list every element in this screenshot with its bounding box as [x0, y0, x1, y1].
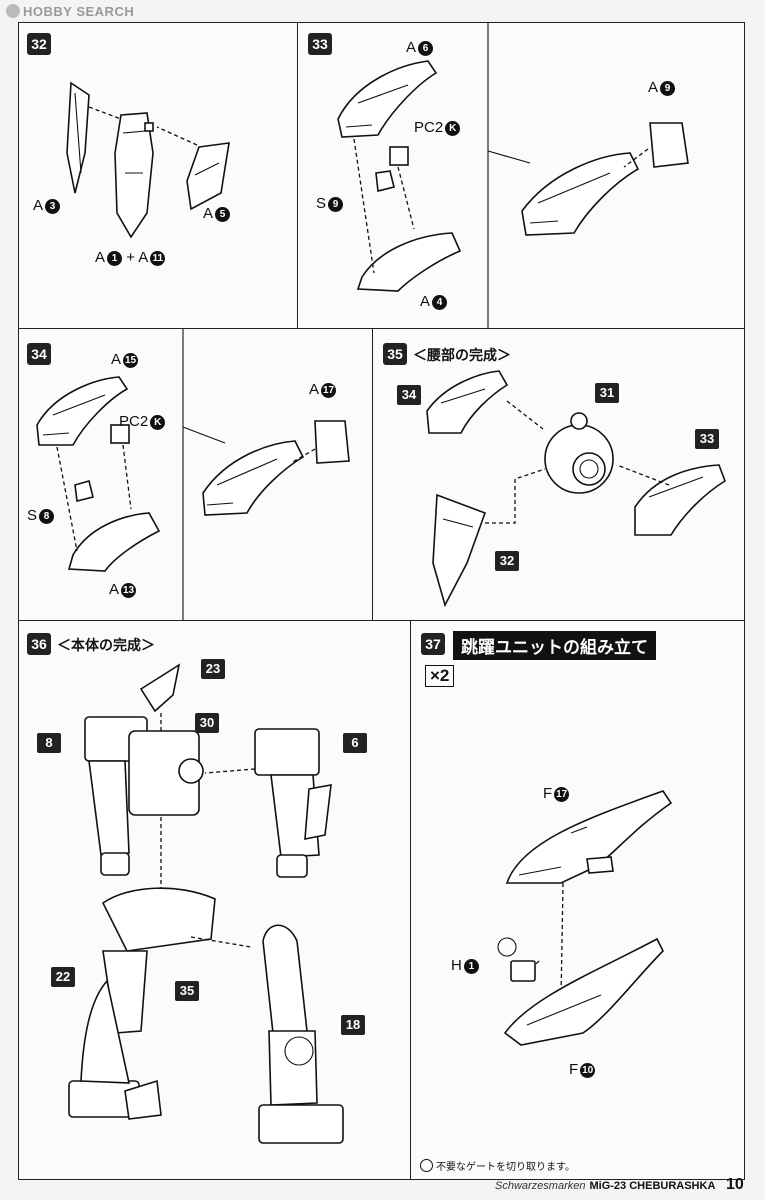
step-37-diagram: [497, 790, 673, 1046]
page-number: 10: [726, 1176, 744, 1193]
tag-31: 31: [595, 383, 619, 403]
step-35-diagram: [426, 370, 726, 608]
gate-cut-icon: [420, 1159, 433, 1172]
step-37-title: 跳躍ユニットの組み立て: [453, 631, 656, 660]
watermark: HOBBY SEARCH: [6, 4, 134, 19]
tag-34: 34: [397, 385, 421, 405]
step-35-panel: 35 ＜腰部の完成＞ 34 31 33 32: [372, 328, 745, 621]
step-36-diagram: [68, 663, 344, 1144]
tag-30: 30: [195, 713, 219, 733]
tag-18: 18: [341, 1015, 365, 1035]
tag-6: 6: [343, 733, 367, 753]
step-number: 36: [27, 633, 51, 655]
step-number: 37: [421, 633, 445, 655]
tag-23: 23: [201, 659, 225, 679]
step-number: 35: [383, 343, 407, 365]
tag-35: 35: [175, 981, 199, 1001]
hobby-search-logo-icon: [6, 4, 20, 18]
step-number: 33: [308, 33, 332, 55]
step-36-title: ＜本体の完成＞: [57, 637, 155, 653]
step-32-diagram: [66, 81, 230, 239]
step-36-panel: 36 ＜本体の完成＞ 23 8 30 6 22 35 18: [18, 620, 412, 1180]
quantity-multiplier: ×2: [425, 665, 455, 687]
gate-note: 不要なゲートを切り取ります。: [420, 1158, 575, 1173]
tag-32: 32: [495, 551, 519, 571]
step-33-diagram: [337, 23, 689, 330]
step-35-title: ＜腰部の完成＞: [413, 347, 511, 363]
step-number: 32: [27, 33, 51, 55]
step-34-diagram: [36, 329, 350, 622]
step-number: 34: [27, 343, 51, 365]
tag-8: 8: [37, 733, 61, 753]
tag-22: 22: [51, 967, 75, 987]
tag-33: 33: [695, 429, 719, 449]
